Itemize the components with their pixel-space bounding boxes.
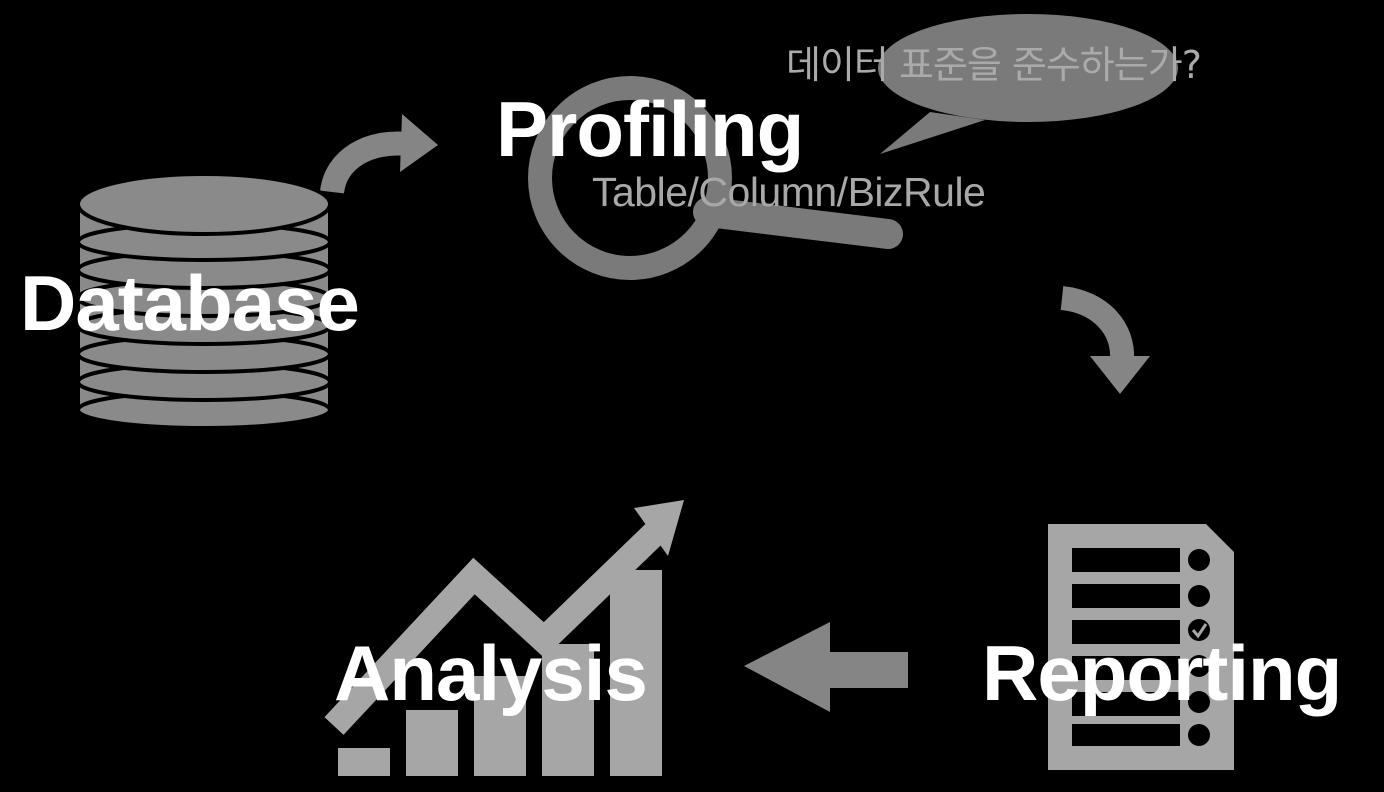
arrow-left-icon [744, 622, 908, 712]
speech-bubble-icon [878, 14, 1178, 154]
curved-arrow-icon [320, 114, 438, 195]
chart-bar [542, 644, 594, 776]
database-icon [76, 172, 332, 430]
chart-bar [474, 676, 526, 776]
trend-chart-icon [324, 500, 684, 776]
checklist-document-icon [1048, 524, 1234, 770]
curved-arrow-down-icon [1060, 286, 1150, 394]
profiling-label: Profiling [496, 85, 804, 173]
speech-bubble-text: 데이터 표준을 준수하는가? [786, 43, 1202, 87]
analysis-label: Analysis [334, 629, 648, 717]
chart-bar [610, 570, 662, 776]
chart-bar [338, 748, 390, 776]
reporting-label: Reporting [982, 629, 1342, 717]
chart-bar [406, 710, 458, 776]
profiling-detail: Table/Column/BizRule [592, 169, 986, 215]
database-label: Database [20, 259, 360, 347]
magnifier-icon [528, 76, 903, 280]
